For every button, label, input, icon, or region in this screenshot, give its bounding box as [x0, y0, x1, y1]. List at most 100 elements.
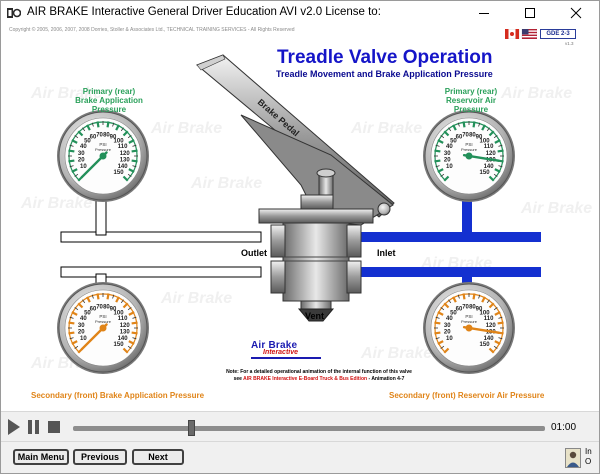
- usa-flag-icon[interactable]: [521, 29, 537, 39]
- gauge-tick: [131, 321, 138, 325]
- gauge-tick-label: 90: [110, 307, 117, 313]
- gauge-tick-label: 130: [120, 330, 131, 336]
- gauge-subunit: Pressure: [95, 319, 112, 324]
- language-flags[interactable]: [505, 29, 537, 39]
- seek-track[interactable]: [73, 426, 545, 431]
- app-icon: [7, 8, 21, 18]
- gauge-subunit: Pressure: [95, 147, 112, 152]
- gauge-tick: [68, 321, 75, 325]
- license-avatar[interactable]: [565, 448, 581, 468]
- gauge-tick-label: 110: [118, 316, 128, 322]
- gauge-tick: [498, 337, 503, 340]
- watermark: Air Brake: [361, 345, 433, 362]
- gauge-tick: [462, 121, 466, 128]
- gauge-tick-label: 80: [103, 132, 110, 138]
- gauge-tick: [493, 135, 498, 139]
- gauge-tick-label: 100: [480, 311, 491, 317]
- title-bar: AIR BRAKE Interactive General Driver Edu…: [1, 1, 599, 25]
- gauge-tick-label: 100: [480, 139, 491, 145]
- previous-button[interactable]: Previous: [73, 449, 127, 465]
- gauge-tick: [494, 340, 501, 345]
- gauge-tick-label: 150: [114, 342, 125, 348]
- gauge-hub: [99, 152, 107, 160]
- watermark: Air Brake: [351, 120, 423, 137]
- minimize-icon: [479, 13, 489, 14]
- seek-thumb[interactable]: [188, 420, 195, 436]
- gauge-tick-label: 70: [462, 304, 469, 310]
- note-line2-prefix: see: [233, 376, 244, 382]
- user-icon: [567, 451, 579, 467]
- playback-time: 01:00: [551, 422, 577, 433]
- gauge-tick-label: 20: [78, 158, 85, 164]
- watermark: Air Brake: [31, 85, 103, 102]
- gauge-tick-label: 30: [444, 323, 451, 329]
- note-line2: see AIR BRAKE Interactive E-Board Truck …: [169, 376, 469, 383]
- gauge-tick: [132, 165, 137, 168]
- gauge-tick: [440, 173, 445, 177]
- close-icon: [570, 7, 582, 19]
- gauge-tick-label: 40: [446, 316, 453, 322]
- gauge-tick: [127, 135, 132, 139]
- gauge-tick: [478, 294, 481, 299]
- outlet-label: Outlet: [241, 248, 267, 258]
- gauge-tick: [91, 294, 94, 299]
- gauge-tick: [68, 159, 75, 163]
- brand-line2: Interactive: [263, 349, 299, 356]
- gauge-tick: [71, 168, 78, 173]
- gauge-tick: [440, 307, 445, 311]
- main-menu-button[interactable]: Main Menu: [13, 449, 69, 465]
- gauge-tick: [437, 168, 444, 173]
- gauge-tick: [448, 299, 452, 304]
- gauge-tick: [127, 345, 132, 349]
- animation-note: Note: For a detailed operational animati…: [169, 369, 469, 383]
- gauge-tick: [437, 311, 444, 316]
- gauge-tick-label: 50: [84, 139, 91, 145]
- stop-icon[interactable]: [47, 419, 61, 435]
- gauge-tick-label: 100: [114, 139, 125, 145]
- gauge-tick: [481, 296, 486, 303]
- gauge-tick: [74, 173, 79, 177]
- canada-flag-icon[interactable]: [505, 29, 520, 39]
- gauge-tick: [131, 149, 138, 153]
- gauge-tick: [486, 127, 490, 132]
- minimize-button[interactable]: [461, 1, 507, 25]
- gauge-tick: [86, 296, 91, 303]
- gauge-tick: [128, 311, 135, 316]
- gauge-tick: [74, 135, 79, 139]
- gauge-tick: [120, 127, 124, 132]
- license-info: In O: [585, 447, 592, 467]
- gauge-tick: [122, 347, 129, 354]
- maximize-button[interactable]: [507, 1, 553, 25]
- gauge-tick: [452, 296, 457, 303]
- gauge-tick: [132, 337, 137, 340]
- gauge-tick-label: 20: [78, 330, 85, 336]
- maximize-icon: [525, 8, 535, 18]
- gauge-tick-label: 120: [486, 323, 497, 329]
- gauge-tick-label: 60: [90, 307, 97, 313]
- watermark: Air Brake: [501, 85, 573, 102]
- gauge-hub: [99, 324, 107, 332]
- gauge-tick: [128, 139, 135, 144]
- gauge-label-primary-reservoir: Primary (rear) Reservoir Air Pressure: [444, 87, 498, 114]
- pause-icon[interactable]: [27, 419, 41, 435]
- watermark: Air Brake: [521, 200, 593, 217]
- gauge-tick: [435, 316, 440, 319]
- play-icon[interactable]: [7, 419, 21, 435]
- gauge-tick: [115, 296, 120, 303]
- gauge-tick: [443, 130, 450, 137]
- gauge-tick: [457, 294, 460, 299]
- gauge-tick: [437, 139, 444, 144]
- gauge-tick-label: 120: [120, 323, 131, 329]
- gauge-tick: [478, 122, 481, 127]
- gauge-tick-label: 100: [114, 311, 125, 317]
- gauge-tick: [112, 294, 115, 299]
- close-button[interactable]: [553, 1, 599, 25]
- note-line2-suffix: - Animation 4-7: [367, 376, 405, 382]
- gauge-unit: PSI: [99, 142, 106, 147]
- gauge-tick: [498, 316, 503, 319]
- gauge-tick: [493, 173, 498, 177]
- next-button[interactable]: Next: [132, 449, 184, 465]
- gauge-tick: [437, 340, 444, 345]
- gauge-tick: [69, 144, 74, 147]
- license-line2: O: [585, 457, 592, 466]
